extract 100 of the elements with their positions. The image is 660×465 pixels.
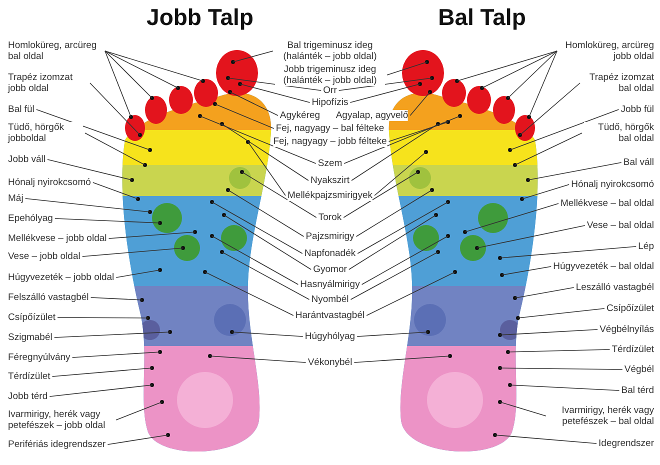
organ-label: Húgyvezeték – jobb oldal — [8, 272, 114, 283]
organ-label: Végbélnyílás — [600, 324, 654, 335]
leader-line — [351, 124, 438, 181]
leader-line — [104, 50, 152, 98]
organ-label: Tüdő, hörgők jobboldal — [8, 122, 83, 144]
organ-label: Tüdő, hörgők bal oldal — [584, 122, 654, 144]
leader-line — [90, 297, 142, 300]
leader-line — [228, 78, 322, 91]
leader-line — [90, 82, 140, 136]
organ-label: Fej, nagyagy – jobb félteke — [273, 136, 387, 147]
leader-line — [52, 368, 152, 377]
leader-line — [520, 82, 580, 136]
organ-label: Bal fül — [8, 104, 34, 115]
organ-label: Féregnyúlvány — [8, 352, 70, 363]
organ-label: Agykéreg — [280, 110, 320, 121]
leader-line — [344, 116, 460, 164]
leader-line — [82, 248, 184, 257]
organ-label: Jobb fül — [620, 104, 654, 115]
leader-line — [116, 402, 162, 420]
organ-label: Hónalj nyirokcsomó — [8, 177, 91, 188]
leader-line — [248, 142, 286, 196]
leader-line — [228, 190, 304, 237]
leader-line — [518, 308, 605, 318]
leader-line — [343, 172, 418, 218]
organ-label: Pajzsmirigy — [306, 231, 354, 242]
leader-line — [348, 214, 436, 270]
organ-label: Végbél — [624, 364, 654, 375]
leader-line — [386, 62, 428, 76]
organ-label: Felszálló vastagbél — [8, 292, 89, 303]
organ-label: Orr — [323, 85, 337, 96]
leader-line — [522, 184, 570, 200]
organ-label: Húgyhólyag — [304, 331, 356, 342]
organ-label: Harántvastagbél — [295, 310, 365, 321]
leader-line — [54, 332, 170, 338]
leader-line — [84, 132, 146, 166]
organ-label: Vese – bal oldal — [586, 220, 654, 231]
organ-label: Jobb trigeminusz ideg (halánték – jobb oldal) — [275, 64, 385, 86]
leader-line — [200, 116, 316, 164]
leader-line — [24, 198, 150, 212]
leader-line — [500, 368, 623, 370]
organ-label: Mellékvese – bal oldal — [560, 198, 654, 209]
organ-label: Máj — [8, 193, 24, 204]
leader-line — [361, 236, 448, 285]
leader-line — [104, 50, 132, 118]
organ-label: Mellékvese – jobb oldal — [8, 233, 107, 244]
leader-line — [356, 190, 432, 237]
leader-line — [528, 162, 622, 180]
leader-line — [36, 109, 150, 150]
organ-label: Lép — [638, 241, 654, 252]
organ-label: Csípőízület — [606, 303, 654, 314]
leader-line — [514, 132, 582, 166]
organ-label: Torok — [318, 212, 342, 223]
leader-line — [240, 84, 310, 103]
leader-line — [104, 50, 178, 88]
organ-label: Mellékpajzsmirigyek — [288, 190, 372, 201]
leader-line — [482, 50, 558, 88]
leader-line — [514, 287, 574, 298]
leader-line — [92, 182, 138, 200]
leader-line — [354, 356, 450, 363]
leader-line — [388, 122, 448, 142]
leader-line — [528, 50, 558, 118]
leader-line — [212, 202, 303, 254]
leader-line — [508, 50, 558, 98]
organ-label: Szigmabél — [8, 332, 52, 343]
leader-line — [494, 434, 597, 444]
leader-line — [500, 329, 598, 336]
leader-line — [49, 384, 152, 397]
leader-line — [108, 232, 196, 239]
leader-line — [222, 252, 310, 300]
organ-label: Jobb térd — [8, 391, 48, 402]
leader-line — [500, 402, 546, 416]
leader-line — [357, 202, 448, 254]
leader-line — [47, 159, 132, 180]
organ-label: Bal váll — [623, 157, 654, 168]
organ-label: Jobb váll — [8, 154, 46, 165]
organ-label: Vékonybél — [308, 357, 352, 368]
leader-line — [107, 434, 168, 445]
leader-line — [72, 352, 160, 358]
leader-line — [500, 246, 637, 258]
organ-label: Agyalap, agyvelő — [336, 110, 408, 121]
leader-line — [350, 84, 420, 103]
organ-label: Hasnyálmirigy — [300, 279, 360, 290]
organ-label: Fej, nagyagy – bal félteke — [276, 123, 384, 134]
leader-line — [204, 272, 294, 316]
leader-line — [410, 92, 430, 116]
leader-line — [222, 124, 309, 181]
leader-line — [116, 270, 160, 278]
leader-line — [510, 384, 620, 391]
leader-line — [510, 109, 620, 150]
leader-line — [212, 236, 299, 285]
organ-label: Hipofízis — [312, 97, 348, 108]
organ-label: Bal térd — [621, 385, 654, 396]
organ-label: Nyombél — [311, 294, 349, 305]
leader-line — [476, 225, 586, 248]
leader-line — [338, 78, 432, 91]
organ-label: Napfonadék — [304, 248, 356, 259]
sole-heading: Jobb Talp — [146, 4, 254, 31]
leader-line — [232, 50, 274, 62]
organ-label: Csípőízület — [8, 312, 56, 323]
organ-label: Térdízület — [612, 344, 654, 355]
